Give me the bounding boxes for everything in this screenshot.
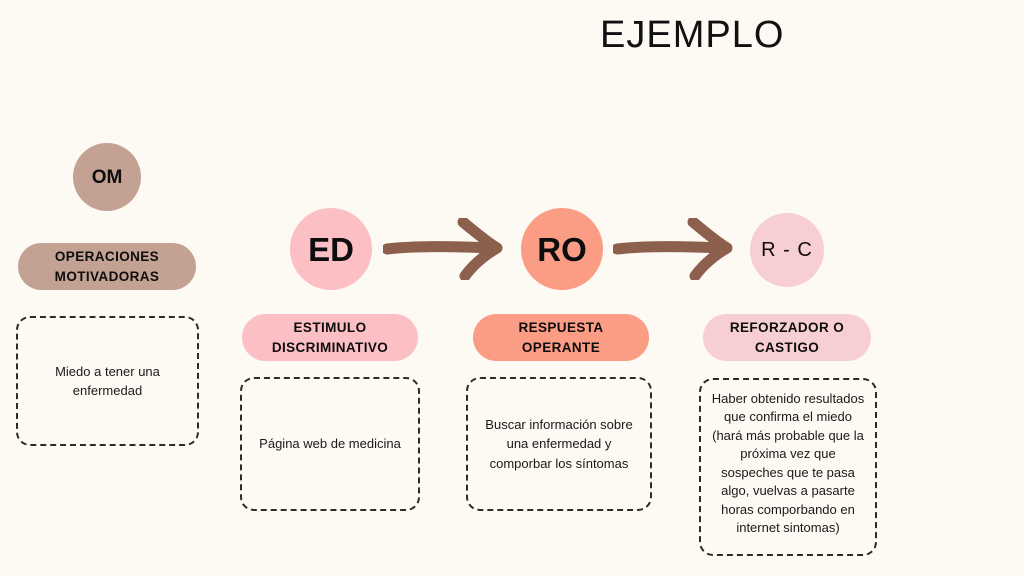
- node-circle-rc: R - C: [750, 213, 824, 287]
- node-note-ro: Buscar información sobre una enfermedad …: [466, 377, 652, 511]
- page-title: EJEMPLO: [600, 14, 785, 56]
- node-label-pill-ed: ESTIMULO DISCRIMINATIVO: [242, 314, 418, 361]
- node-label-om-line1: OPERACIONES: [54, 248, 160, 264]
- node-label-pill-om: OPERACIONES MOTIVADORAS: [18, 243, 196, 290]
- node-note-rc-text: Haber obtenido resultados que confirma e…: [711, 391, 865, 536]
- node-label-ed-line1: ESTIMULO: [293, 319, 367, 335]
- node-label-rc-line1: REFORZADOR O: [729, 319, 845, 335]
- node-note-om: Miedo a tener una enfermedad: [16, 316, 199, 446]
- node-circle-om: OM: [73, 143, 141, 211]
- node-label-ro-line1: RESPUESTA: [518, 319, 604, 335]
- node-note-ed: Página web de medicina: [240, 377, 420, 511]
- node-abbr-ed: ED: [308, 230, 354, 268]
- arrow-right-icon-ro-to-rc: [611, 216, 743, 285]
- node-label-pill-rc: REFORZADOR O CASTIGO: [703, 314, 871, 361]
- node-abbr-om: OM: [91, 166, 123, 188]
- node-label-om-line2: MOTIVADORAS: [54, 268, 160, 284]
- node-label-ro-line2: OPERANTE: [521, 339, 601, 355]
- node-label-ed-line2: DISCRIMINATIVO: [271, 339, 389, 355]
- node-abbr-rc: R - C: [761, 239, 813, 261]
- node-abbr-ro: RO: [537, 230, 587, 268]
- arrow-right-icon-ed-to-ro: [381, 216, 513, 285]
- node-label-pill-ro: RESPUESTA OPERANTE: [473, 314, 649, 361]
- node-note-rc: Haber obtenido resultados que confirma e…: [699, 378, 877, 556]
- node-label-rc-line2: CASTIGO: [754, 339, 820, 355]
- node-note-ed-text: Página web de medicina: [259, 436, 401, 452]
- node-circle-ed: ED: [290, 208, 372, 290]
- node-circle-ro: RO: [521, 208, 603, 290]
- node-note-om-text: Miedo a tener una enfermedad: [55, 363, 160, 399]
- node-note-ro-text: Buscar información sobre una enfermedad …: [485, 416, 633, 471]
